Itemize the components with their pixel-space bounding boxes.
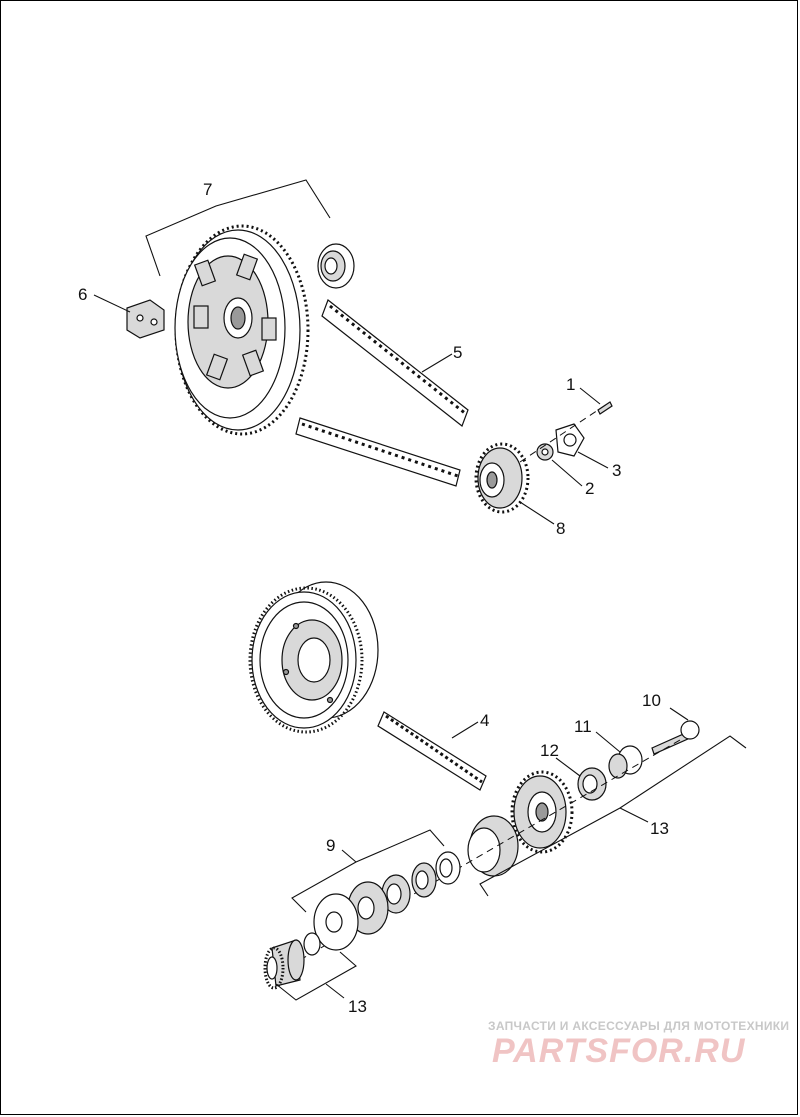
screw-part-1 xyxy=(597,401,613,415)
callout-2: 2 xyxy=(585,479,594,498)
spring-stack xyxy=(313,851,461,951)
callout-6: 6 xyxy=(78,285,87,304)
callout-12: 12 xyxy=(540,741,559,760)
sliding-cam xyxy=(467,815,519,877)
callout-13a: 13 xyxy=(650,819,669,838)
leader-6 xyxy=(93,294,131,313)
callout-1: 1 xyxy=(566,375,575,394)
leader-1 xyxy=(579,387,601,405)
watermark-tagline: ЗАПЧАСТИ И АКСЕССУАРЫ ДЛЯ МОТОТЕХНИКИ xyxy=(488,1019,790,1033)
compensator-sprocket xyxy=(510,770,574,854)
watermark-logo: PARTSFOR.RU xyxy=(492,1032,746,1070)
lock-nut-part-2 xyxy=(536,443,554,461)
lock-plate-part-3 xyxy=(555,423,585,457)
bracket-part-6 xyxy=(126,299,165,339)
leader-11 xyxy=(595,731,621,753)
callout-8: 8 xyxy=(556,519,565,538)
callout-11: 11 xyxy=(574,717,592,736)
spline-nut xyxy=(263,939,305,990)
callout-3: 3 xyxy=(612,461,621,480)
callout-4: 4 xyxy=(480,711,489,730)
leader-4 xyxy=(451,721,479,739)
leader-13b xyxy=(325,983,345,999)
leader-12 xyxy=(555,757,581,777)
callout-5: 5 xyxy=(453,343,462,362)
drive-belt xyxy=(295,299,469,487)
leader-2 xyxy=(551,459,583,487)
bolt-part-10 xyxy=(651,720,700,755)
rear-pulley xyxy=(174,224,310,436)
retaining-ring xyxy=(303,932,321,956)
clutch-shell xyxy=(248,581,379,734)
callout-bracket-7 xyxy=(145,179,331,277)
leader-10 xyxy=(669,707,689,721)
pulley-bearing xyxy=(317,243,355,289)
callout-10: 10 xyxy=(642,691,661,710)
callout-bracket-13b xyxy=(275,951,357,1001)
callout-9: 9 xyxy=(326,836,335,855)
callout-7: 7 xyxy=(203,180,212,199)
leader-13a xyxy=(619,807,649,823)
leader-3 xyxy=(577,451,609,469)
primary-chain xyxy=(377,711,487,791)
spacer-part-11 xyxy=(608,745,643,779)
leader-9 xyxy=(341,849,357,863)
transmission-sprocket xyxy=(474,442,530,514)
leader-5 xyxy=(421,353,453,373)
callout-13b: 13 xyxy=(348,997,367,1016)
axis-line-upper xyxy=(519,401,611,463)
leader-8 xyxy=(519,501,555,525)
washer-part-12 xyxy=(577,767,607,801)
